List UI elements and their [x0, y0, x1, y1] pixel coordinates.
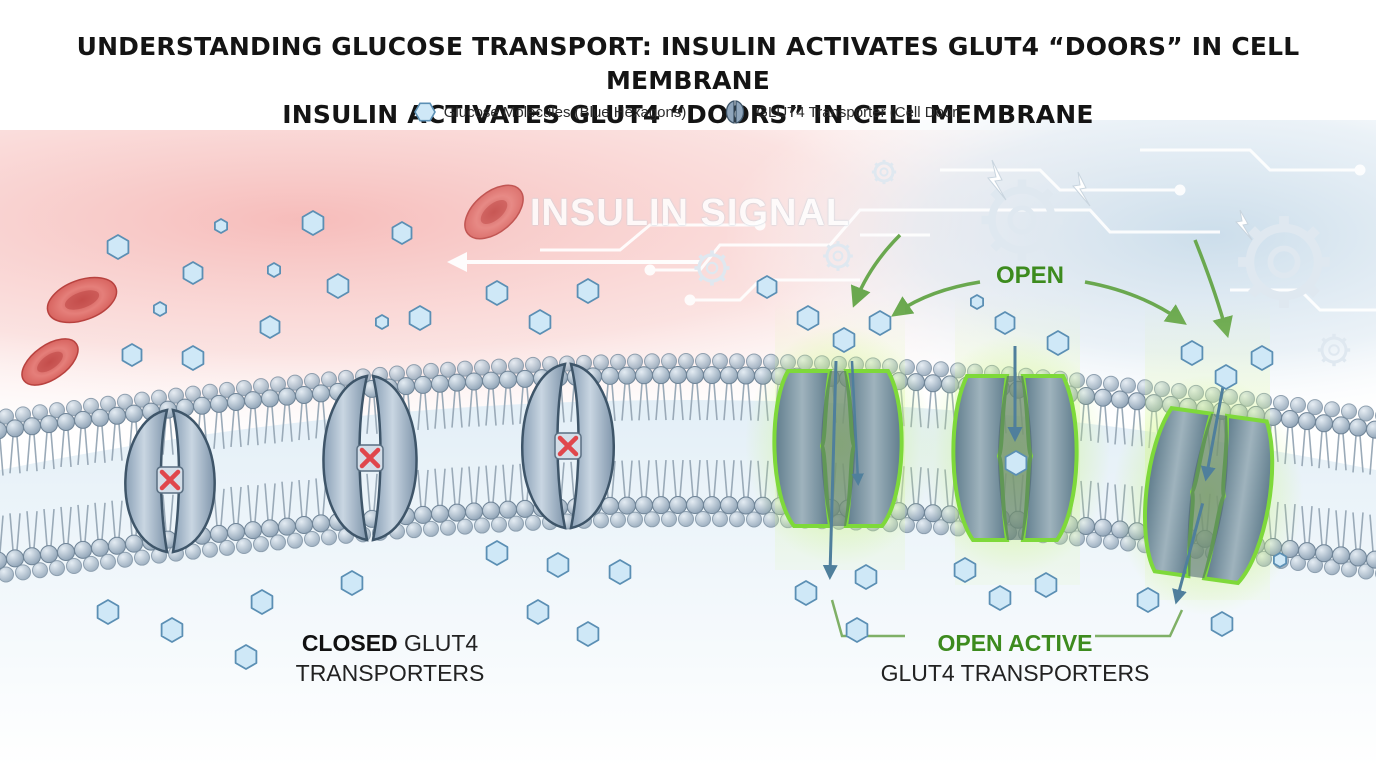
closed-caption-line2: TRANSPORTERS: [295, 660, 485, 686]
open-glut4-transporter: [951, 346, 1079, 542]
glucose-hexagon-icon: [576, 278, 600, 304]
glucose-hexagon-icon: [374, 314, 390, 330]
glucose-hexagon-icon: [96, 599, 120, 625]
glucose-hexagon-icon: [485, 280, 509, 306]
glucose-hexagon-icon: [234, 644, 258, 670]
x-mark-icon: [359, 447, 381, 469]
gear-icon: [871, 159, 897, 185]
red-blood-cell-icon: [21, 338, 79, 386]
glut4-door-icon: [726, 100, 745, 124]
glucose-hexagon-icon: [1210, 611, 1234, 637]
glucose-hexagon-icon: [854, 564, 878, 590]
open-glut4-transporter: [1142, 384, 1275, 605]
glucose-hexagon-icon: [182, 261, 204, 285]
open-bracket: [830, 599, 1184, 638]
glucose-hexagon-icon: [953, 557, 977, 583]
glucose-hexagon-icon: [1180, 340, 1204, 366]
gear-icon: [823, 241, 853, 271]
glucose-hexagon-icon: [152, 301, 168, 317]
glucose-hexagon-icon: [526, 599, 550, 625]
glucose-hexagon-icon: [413, 102, 436, 122]
gear-icon: [694, 250, 730, 286]
red-blood-cell-icon: [46, 276, 118, 324]
legend-transporter-label: GLUT4 Transporter (Cell Door): [756, 103, 963, 121]
gear-icon: [1238, 216, 1330, 308]
open-caption-line2: GLUT4 TRANSPORTERS: [880, 660, 1150, 686]
glucose-hexagon-icon: [106, 234, 130, 260]
open-transporters: [772, 346, 1275, 605]
glucose-hexagon-icon: [845, 617, 869, 643]
closed-glut4-transporter: [124, 408, 216, 554]
legend: Glucose Molecules (Blue Hexagons) GLUT4 …: [0, 100, 1376, 124]
glucose-hexagon-icon: [213, 218, 229, 234]
glucose-hexagon-icon: [1004, 450, 1028, 476]
glucose-hexagon-icon: [796, 305, 820, 331]
glucose-hexagon-icon: [868, 310, 892, 336]
closed-glut4-transporter: [521, 362, 615, 530]
open-caption-line1: OPEN ACTIVE: [937, 630, 1093, 656]
page-title: UNDERSTANDING GLUCOSE TRANSPORT: INSULIN…: [76, 32, 1300, 95]
legend-item-transporter: GLUT4 Transporter (Cell Door): [722, 100, 962, 124]
glucose-hexagon-icon: [485, 540, 509, 566]
glucose-hexagon-icon: [160, 617, 184, 643]
glucose-hexagon-icon: [326, 273, 350, 299]
glucose-hexagon-icon: [832, 327, 856, 353]
open-label: OPEN: [995, 262, 1064, 289]
glucose-hexagon-icon: [1136, 587, 1160, 613]
glucose-hexagon-icon: [250, 589, 274, 615]
glucose-hexagon-icon: [546, 552, 570, 578]
glucose-hexagon-icon: [340, 570, 364, 596]
glucose-hexagon-icon: [301, 210, 325, 236]
lightning-icon: [987, 159, 1253, 241]
glucose-hexagon-icon: [1214, 364, 1238, 390]
title-block: UNDERSTANDING GLUCOSE TRANSPORT: INSULIN…: [0, 30, 1376, 132]
glucose-hexagon-icon: [1046, 330, 1070, 356]
arrow-down-icon: [850, 360, 864, 486]
glucose-hexagon-icon: [1250, 345, 1274, 371]
arrow-down-icon: [1172, 502, 1205, 605]
x-mark-icon: [159, 469, 181, 491]
glucose-hexagon-icon: [528, 309, 552, 335]
closed-caption-rest: GLUT4: [397, 630, 479, 656]
insulin-signal-label: INSULIN SIGNAL: [530, 192, 851, 234]
arrow-down-icon: [1200, 384, 1225, 482]
glucose-hexagon-icon: [121, 343, 143, 367]
glucose-hexagon-icon: [988, 585, 1012, 611]
x-mark-icon: [557, 435, 579, 457]
glucose-hexagon-icon: [181, 345, 205, 371]
red-blood-cell-icon: [464, 184, 524, 240]
arrow-down-icon: [822, 360, 838, 580]
glucose-hexagon-icon: [794, 580, 818, 606]
glucose-hexagon-icon: [576, 621, 600, 647]
glucose-hexagon-icon: [756, 275, 778, 299]
gear-icons: [694, 159, 1351, 367]
glucose-hexagon-icon: [391, 221, 413, 245]
glucose-hexagon-icon: [608, 559, 632, 585]
glucose-hexagon-icon: [1034, 572, 1058, 598]
gear-icon: [981, 179, 1063, 261]
closed-transporters-caption: CLOSED GLUT4 TRANSPORTERS: [250, 628, 530, 688]
open-transporters-caption: OPEN ACTIVE GLUT4 TRANSPORTERS: [850, 628, 1180, 688]
closed-glut4-transporter: [322, 374, 418, 542]
legend-glucose-label: Glucose Molecules (Blue Hexagons): [443, 103, 687, 121]
glucose-hexagon-icon: [994, 311, 1016, 335]
gear-icon: [1317, 333, 1351, 367]
glucose-hexagon-icon: [970, 294, 984, 310]
glucose-hexagon-icon: [1273, 552, 1287, 568]
glucose-hexagon-icon: [266, 262, 282, 278]
closed-transporters: [124, 362, 615, 554]
open-glut4-transporter: [772, 360, 904, 580]
glucose-molecules: [96, 210, 1287, 670]
closed-caption-bold: CLOSED: [301, 630, 398, 656]
glucose-hexagon-icon: [408, 305, 432, 331]
glucose-hexagon-icon: [259, 315, 281, 339]
red-blood-cells: [21, 184, 524, 386]
legend-item-glucose: Glucose Molecules (Blue Hexagons): [413, 102, 687, 122]
